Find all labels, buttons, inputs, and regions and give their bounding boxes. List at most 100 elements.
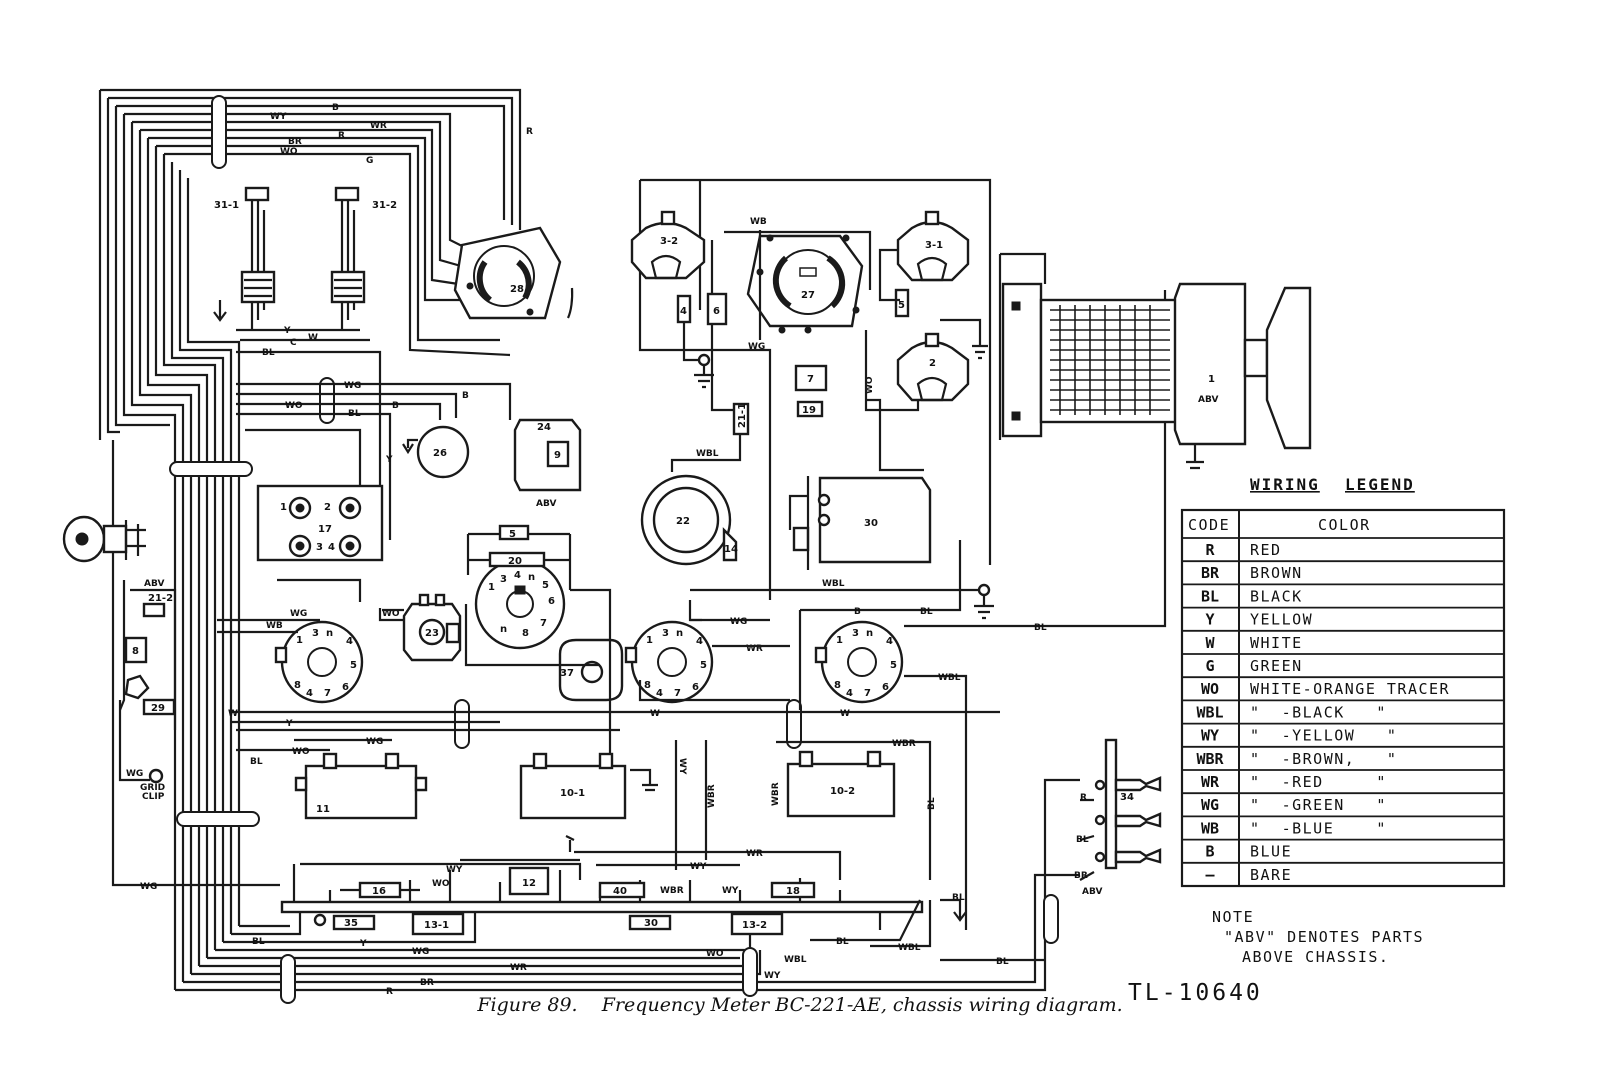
wire-label-g: G xyxy=(366,156,373,166)
wire-label-bl-vertical: BL xyxy=(927,797,937,810)
legend-row-color: " -BLUE " xyxy=(1250,819,1387,837)
tube-socket-middle: 1 3 n 4 5 6 7 4 8 xyxy=(624,620,714,704)
legend-title-1: WIRING xyxy=(1250,475,1320,494)
label-10-2: 10-2 xyxy=(830,786,855,797)
svg-text:n: n xyxy=(866,628,873,639)
label-3-1: 3-1 xyxy=(925,240,943,251)
wire-label-y-b1: Y xyxy=(359,939,367,949)
label-30-lower: 30 xyxy=(644,918,658,929)
legend-row-code: BR xyxy=(1201,564,1220,582)
label-11: 11 xyxy=(316,804,330,815)
wire-label-bl-row: BL xyxy=(250,757,263,767)
wire-label-wy-b4: WY xyxy=(764,971,781,981)
wire-label-wg-27: WG xyxy=(748,342,765,352)
svg-text:4: 4 xyxy=(696,636,703,647)
svg-text:6: 6 xyxy=(882,682,889,693)
label-7: 7 xyxy=(807,374,814,385)
svg-text:3: 3 xyxy=(312,628,319,639)
svg-text:3: 3 xyxy=(500,574,507,585)
svg-text:6: 6 xyxy=(692,682,699,693)
label-16: 16 xyxy=(372,886,386,897)
socket-2: 2 xyxy=(896,332,970,402)
note: NOTE "ABV" DENOTES PARTS ABOVE CHASSIS. xyxy=(1212,908,1424,966)
part-21-1: 21-1 xyxy=(732,402,750,436)
label-19: 19 xyxy=(802,405,816,416)
label-22: 22 xyxy=(676,516,690,527)
wire-label-wy: WY xyxy=(270,112,287,122)
label-20: 20 xyxy=(508,556,522,567)
wire-label-wbr-b: WBR xyxy=(660,886,684,896)
legend-row-color: " -YELLOW " xyxy=(1250,727,1397,745)
wire-label-wbl-b2: WBL xyxy=(898,943,921,953)
svg-text:4: 4 xyxy=(846,688,853,699)
legend-row-color: GREEN xyxy=(1250,657,1303,675)
legend-row-code: WO xyxy=(1201,680,1219,698)
svg-text:4: 4 xyxy=(514,570,521,581)
legend-row-code: B xyxy=(1205,843,1214,861)
svg-text:8: 8 xyxy=(522,628,529,639)
wire-label-bl-31: BL xyxy=(262,348,275,358)
legend-row-color: BARE xyxy=(1250,866,1292,884)
note-line-2: "ABV" DENOTES PARTS xyxy=(1224,928,1424,946)
part-6: 6 xyxy=(706,292,728,326)
legend-row-color: BLACK xyxy=(1250,587,1303,605)
label-34-abv: ABV xyxy=(1082,887,1102,897)
wire-label-y-mid: Y xyxy=(385,455,393,465)
wire-label-r-34: R xyxy=(1080,793,1087,803)
capacitor-10-2: 10-2 xyxy=(786,750,896,818)
part-7: 7 xyxy=(794,364,828,392)
legend-row-color: " -BLACK " xyxy=(1250,703,1387,721)
legend-row-code: WBR xyxy=(1196,750,1224,768)
left-cable-harness xyxy=(98,88,1080,1004)
socket-3-2: 3-2 xyxy=(630,210,706,280)
svg-text:8: 8 xyxy=(294,680,301,691)
part-5: 5 xyxy=(894,288,910,318)
legend-row-color: BROWN xyxy=(1250,564,1303,582)
wire-label-wo-b1: WO xyxy=(432,879,450,889)
label-13-1: 13-1 xyxy=(424,920,449,931)
part-8: 8 xyxy=(124,636,148,664)
wire-label-wr-b2: WR xyxy=(510,963,527,973)
wire-label-wb-socket1: WB xyxy=(266,621,283,631)
wire-label-r-b: R xyxy=(386,987,393,997)
wire-label-wo-27: WO xyxy=(865,376,875,394)
svg-text:3: 3 xyxy=(662,628,669,639)
capacitor-10-1: 10-1 xyxy=(519,752,627,820)
svg-text:n: n xyxy=(326,628,333,639)
label-17-2: 2 xyxy=(324,502,331,513)
legend-row-color: WHITE xyxy=(1250,634,1303,652)
wire-label-wy-b1: WY xyxy=(446,865,463,875)
legend-row-color: BLUE xyxy=(1250,843,1292,861)
svg-text:5: 5 xyxy=(700,660,707,671)
wire-label-wg-mid: WG xyxy=(344,381,361,391)
wire-label-wo: WO xyxy=(280,147,298,157)
note-line-3: ABOVE CHASSIS. xyxy=(1242,948,1389,966)
svg-text:1: 1 xyxy=(296,635,303,646)
wire-label-w-row2: W xyxy=(650,709,660,719)
wire-label-wb-27: WB xyxy=(750,217,767,227)
label-21-2: 21-2 xyxy=(148,593,173,604)
wire-label-bl-b2: BL xyxy=(836,937,849,947)
label-13-2: 13-2 xyxy=(742,920,767,931)
wire-label-br: BR xyxy=(288,137,302,147)
wire-label-wbl-socket3: WBL xyxy=(938,673,961,683)
label-35: 35 xyxy=(344,918,358,929)
wire-label-w-31: W xyxy=(308,333,318,343)
label-9-abv: ABV xyxy=(536,499,556,509)
label-4: 4 xyxy=(680,306,687,317)
label-37: 37 xyxy=(560,668,574,679)
part-26: 26 xyxy=(402,425,470,479)
tube-socket-right: 1 3 n 4 5 6 7 4 8 xyxy=(814,620,904,704)
wire-label-wo-b2: WO xyxy=(706,949,724,959)
label-6: 6 xyxy=(713,306,720,317)
figure-title: Frequency Meter BC-221-AE, chassis wirin… xyxy=(601,994,1123,1016)
label-30-upper: 30 xyxy=(864,518,878,529)
wire-label-wy-vertical: WY xyxy=(677,758,687,775)
wire-label-b-mid: B xyxy=(462,391,469,401)
label-17-4: 4 xyxy=(328,542,335,553)
label-17: 17 xyxy=(318,524,332,535)
label-5b: 5 xyxy=(509,529,516,540)
part-29: 29 xyxy=(142,698,176,716)
